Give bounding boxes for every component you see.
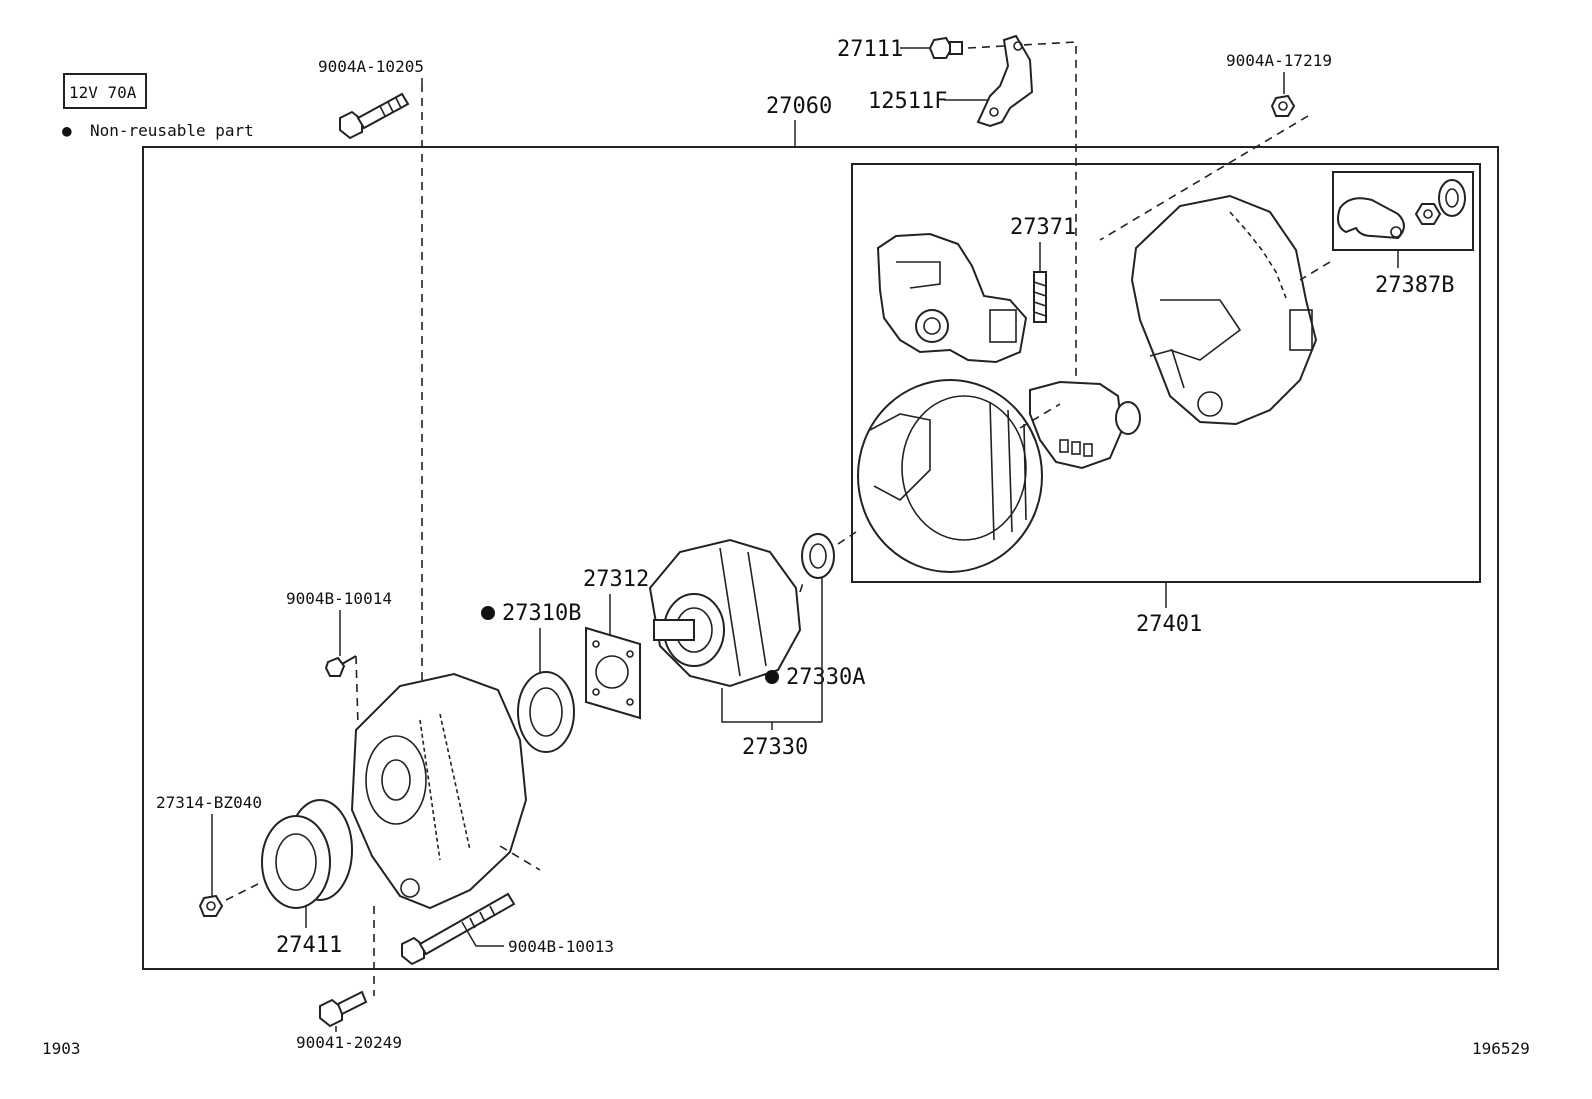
- rear-end-frame-drawing: [1130, 194, 1318, 426]
- nut-17219-drawing: [1270, 94, 1296, 117]
- non-reusable-bullet-icon: [481, 606, 495, 620]
- label-27330: 27330: [742, 735, 808, 760]
- non-reusable-bullet-icon: [765, 670, 779, 684]
- footer-left-code: 1903: [42, 1039, 81, 1058]
- subframe-27387B: [1332, 171, 1474, 251]
- label-27111: 27111: [837, 37, 903, 62]
- label-27312: 27312: [583, 567, 649, 592]
- label-9004A-10205: 9004A-10205: [318, 57, 424, 76]
- bolt-20249-drawing: [319, 990, 368, 1028]
- label-12511F: 12511F: [868, 89, 947, 114]
- label-90041-20249: 90041-20249: [296, 1033, 402, 1052]
- terminal-insulator-drawing: [1337, 179, 1466, 240]
- label-9004B-10013: 9004B-10013: [508, 937, 614, 956]
- through-bolt-drawing: [339, 92, 410, 140]
- label-27387B: 27387B: [1375, 273, 1454, 298]
- screw-10014-drawing: [324, 655, 357, 677]
- rotor-drawing: [648, 538, 802, 688]
- assembly-frame-27060: [142, 146, 1499, 970]
- brush-spring-drawing: [1033, 271, 1047, 323]
- pulley-drawing: [261, 799, 353, 909]
- drive-end-frame-drawing: [350, 672, 528, 910]
- legend-bullet-icon: ●: [62, 121, 72, 140]
- front-bearing-drawing: [517, 671, 575, 753]
- bracket-12511F-drawing: [976, 34, 1034, 128]
- rectifier-drawing: [1029, 380, 1141, 470]
- spec-box-text: 12V 70A: [69, 83, 137, 102]
- label-9004A-17219: 9004A-17219: [1226, 51, 1332, 70]
- label-27060: 27060: [766, 94, 832, 119]
- label-9004B-10014: 9004B-10014: [286, 589, 392, 608]
- stator-drawing: [857, 379, 1043, 573]
- label-27401: 27401: [1136, 612, 1202, 637]
- spec-box: 12V 70A: [63, 73, 147, 109]
- pulley-nut-drawing: [198, 894, 224, 917]
- footer-right-code: 196529: [1472, 1039, 1530, 1058]
- retainer-plate-drawing: [585, 626, 641, 720]
- bolt-10013-drawing: [401, 892, 516, 966]
- label-27314-BZ040: 27314-BZ040: [156, 793, 262, 812]
- label-27371: 27371: [1010, 215, 1076, 240]
- regulator-drawing: [876, 232, 1028, 364]
- label-27411: 27411: [276, 933, 342, 958]
- rear-bearing-drawing: [801, 533, 835, 579]
- label-27330A: 27330A: [786, 665, 865, 690]
- legend-text: Non-reusable part: [90, 121, 254, 140]
- label-27310B: 27310B: [502, 601, 581, 626]
- legend: ● Non-reusable part: [62, 121, 254, 140]
- terminal-nut-drawing: [928, 36, 963, 59]
